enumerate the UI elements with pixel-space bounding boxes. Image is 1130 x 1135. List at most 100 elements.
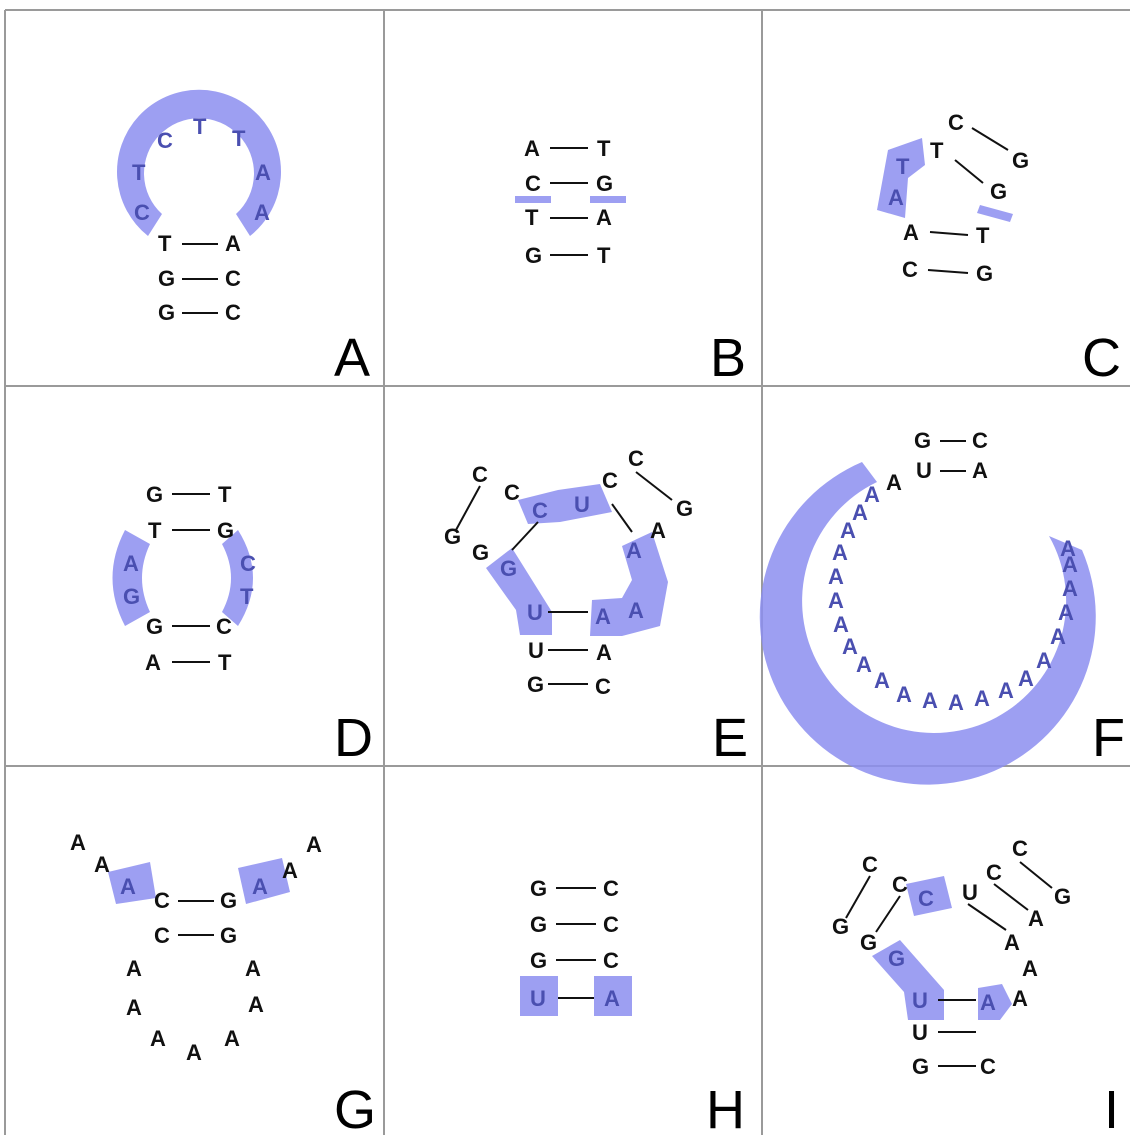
nucleotide: A bbox=[842, 634, 858, 659]
nucleotide: U bbox=[530, 986, 546, 1011]
nucleotide: A bbox=[94, 852, 110, 877]
nucleotide: A bbox=[596, 640, 612, 665]
nucleotide: C bbox=[225, 300, 241, 325]
highlight-arc bbox=[222, 530, 253, 626]
nucleotide: C bbox=[980, 1054, 996, 1079]
nucleotide: A bbox=[980, 990, 996, 1015]
panel-i: C C C C U C G G G A G A U A A U A G C I bbox=[832, 836, 1119, 1135]
nucleotide: G bbox=[976, 261, 993, 286]
nucleotide: A bbox=[255, 160, 271, 185]
nucleotide: U bbox=[962, 880, 978, 905]
nucleotide: C bbox=[504, 480, 520, 505]
nucleotide: U bbox=[528, 638, 544, 663]
panel-label: G bbox=[334, 1080, 376, 1135]
nucleotide: G bbox=[220, 888, 237, 913]
nucleotide: A bbox=[252, 874, 268, 899]
base-pair-bond bbox=[954, 159, 984, 184]
nucleotide: G bbox=[676, 496, 693, 521]
panel-f: G C U A A A A A A A A A A A A A A A A A … bbox=[759, 428, 1125, 785]
nucleotide: A bbox=[886, 470, 902, 495]
nucleotide: A bbox=[245, 956, 261, 981]
panel-h: G C G C G C U A H bbox=[520, 876, 745, 1135]
highlight-marker bbox=[590, 196, 626, 203]
nucleotide: A bbox=[852, 500, 868, 525]
nucleotide: A bbox=[998, 678, 1014, 703]
nucleotide: A bbox=[628, 598, 644, 623]
nucleotide: A bbox=[828, 564, 844, 589]
nucleotide: G bbox=[860, 930, 877, 955]
nucleotide: G bbox=[220, 923, 237, 948]
nucleotide: A bbox=[922, 688, 938, 713]
base-pair-bond bbox=[455, 485, 481, 531]
nucleotide: A bbox=[650, 518, 666, 543]
nucleotide: U bbox=[912, 1020, 928, 1045]
nucleotide: A bbox=[1058, 600, 1074, 625]
nucleotide: G bbox=[888, 946, 905, 971]
nucleotide: G bbox=[525, 243, 542, 268]
nucleotide: A bbox=[903, 220, 919, 245]
nucleotide: C bbox=[972, 428, 988, 453]
base-pair-bond bbox=[875, 895, 901, 933]
highlight-block bbox=[872, 940, 944, 1020]
nucleotide: C bbox=[628, 446, 644, 471]
panel-label: E bbox=[712, 708, 748, 768]
nucleotide: A bbox=[596, 205, 612, 230]
nucleotide: C bbox=[1012, 836, 1028, 861]
panel-e: C C C C U C G G G A G A U A A U A G C E bbox=[444, 446, 748, 768]
nucleotide: A bbox=[974, 686, 990, 711]
nucleotide: C bbox=[134, 200, 150, 225]
panel-label: I bbox=[1104, 1080, 1119, 1135]
nucleotide: A bbox=[828, 588, 844, 613]
nucleotide: G bbox=[444, 524, 461, 549]
nucleotide: G bbox=[530, 912, 547, 937]
nucleotide: A bbox=[1018, 666, 1034, 691]
base-pair-bond bbox=[511, 521, 539, 551]
nucleotide: T bbox=[896, 154, 910, 179]
nucleotide: G bbox=[990, 179, 1007, 204]
nucleotide: A bbox=[1036, 648, 1052, 673]
nucleotide: A bbox=[282, 858, 298, 883]
nucleotide: A bbox=[1060, 536, 1076, 561]
nucleotide: C bbox=[154, 923, 170, 948]
nucleotide: T bbox=[132, 160, 146, 185]
highlight-block bbox=[238, 858, 290, 904]
highlight-marker bbox=[515, 196, 551, 203]
nucleotide: G bbox=[530, 948, 547, 973]
nucleotide: T bbox=[525, 205, 539, 230]
nucleotide: G bbox=[1012, 148, 1029, 173]
nucleotide: G bbox=[472, 540, 489, 565]
highlight-arc bbox=[759, 462, 1096, 785]
nucleotide: U bbox=[916, 458, 932, 483]
nucleotide: T bbox=[976, 223, 990, 248]
panel-a: C T T T A C A T A G C G C A bbox=[117, 89, 370, 388]
nucleotide: C bbox=[862, 852, 878, 877]
nucleotide: C bbox=[603, 912, 619, 937]
nucleotide: G bbox=[500, 556, 517, 581]
panel-label: D bbox=[334, 708, 373, 768]
nucleotide: A bbox=[840, 518, 856, 543]
nucleotide: A bbox=[186, 1040, 202, 1065]
nucleotide: G bbox=[530, 876, 547, 901]
base-pair-bond bbox=[929, 231, 969, 236]
nucleotide: C bbox=[603, 948, 619, 973]
panel-label: C bbox=[1082, 328, 1121, 388]
nucleotide: T bbox=[218, 650, 232, 675]
nucleotide: G bbox=[158, 266, 175, 291]
base-pair-bond bbox=[971, 127, 1009, 151]
nucleotide: A bbox=[126, 995, 142, 1020]
nucleotide: C bbox=[602, 468, 618, 493]
nucleotide: A bbox=[1004, 930, 1020, 955]
nucleotide: G bbox=[527, 672, 544, 697]
highlight-block bbox=[108, 862, 156, 904]
nucleotide: T bbox=[158, 231, 172, 256]
base-pair-bond bbox=[1019, 861, 1053, 889]
nucleotide: C bbox=[225, 266, 241, 291]
nucleotide: C bbox=[948, 110, 964, 135]
nucleotide: C bbox=[595, 674, 611, 699]
highlight-block bbox=[486, 548, 552, 635]
nucleotide: U bbox=[527, 600, 543, 625]
nucleotide: T bbox=[930, 138, 944, 163]
panel-label: A bbox=[334, 328, 370, 388]
nucleotide: C bbox=[986, 860, 1002, 885]
